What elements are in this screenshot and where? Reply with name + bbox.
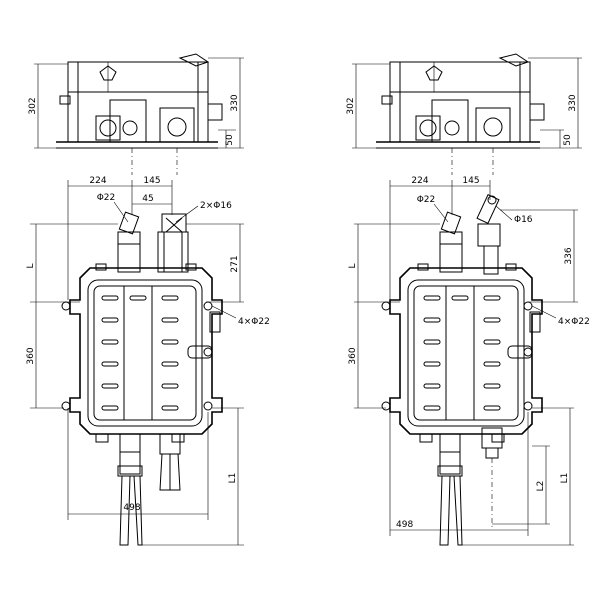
left-enclosure <box>61 263 223 443</box>
right-dim-330: 330 <box>568 94 578 111</box>
left-dim-302: 302 <box>28 97 38 114</box>
left-dim-360: 360 <box>26 347 36 364</box>
right-dim-L2: L2 <box>536 481 546 492</box>
left-holes-label: 4×Φ22 <box>211 305 270 327</box>
right-lower-fittings <box>437 427 503 546</box>
left-dim-50: 50 <box>225 134 235 146</box>
right-dim-224: 224 <box>411 176 428 186</box>
right-upper-fittings <box>439 194 501 275</box>
right-dim-L1: L1 <box>560 473 570 484</box>
right-dim-145: 145 <box>462 176 479 186</box>
right-top-dims: 302 330 50 <box>346 57 582 149</box>
left-upper-fittings <box>117 211 189 273</box>
right-dim-302: 302 <box>346 97 356 114</box>
left-dim-2x-phi16: 2×Φ16 <box>200 201 232 211</box>
left-lower-fittings <box>117 433 181 546</box>
left-body-dims: L 271 360 <box>26 223 244 409</box>
right-body-dims: L 336 360 <box>348 209 578 409</box>
right-dim-360: 360 <box>348 347 358 364</box>
left-dim-45: 45 <box>142 194 153 204</box>
right-view: 302 330 50 224 145 Φ22 Φ16 <box>346 53 590 546</box>
left-dim-498: 498 <box>123 503 140 513</box>
right-holes-label: 4×Φ22 <box>531 305 590 327</box>
right-dim-4x-phi22: 4×Φ22 <box>558 317 590 327</box>
right-dim-498: 498 <box>396 520 413 530</box>
right-dim-L: L <box>348 263 358 268</box>
left-top-dims: 302 330 50 <box>28 57 244 149</box>
left-bottom-dims: 498 L1 <box>67 407 244 546</box>
left-dim-271: 271 <box>230 255 240 272</box>
left-dim-4x-phi22: 4×Φ22 <box>238 317 270 327</box>
left-dim-330: 330 <box>230 94 240 111</box>
left-vent-slots <box>101 295 179 411</box>
left-dim-L: L <box>26 263 36 268</box>
right-dim-336: 336 <box>564 247 574 264</box>
right-dim-phi16: Φ16 <box>514 215 533 225</box>
left-horizontal-dims: 224 145 45 Φ22 2×Φ16 <box>67 176 232 300</box>
left-dim-L1: L1 <box>228 473 238 484</box>
left-dim-145: 145 <box>143 176 160 186</box>
right-dim-50: 50 <box>563 134 573 146</box>
right-vent-slots <box>423 295 501 411</box>
right-bottom-dims: 498 L2 L1 <box>389 407 574 546</box>
right-horizontal-dims: 224 145 Φ22 Φ16 <box>389 176 533 300</box>
left-view: 302 330 50 224 145 45 Φ22 2×Φ16 <box>26 53 270 546</box>
left-dim-phi22: Φ22 <box>97 193 116 203</box>
right-enclosure <box>381 263 543 443</box>
right-dim-phi22: Φ22 <box>417 195 436 205</box>
left-dim-224: 224 <box>89 176 106 186</box>
right-top-elevation <box>376 53 545 175</box>
left-top-elevation <box>56 53 223 175</box>
